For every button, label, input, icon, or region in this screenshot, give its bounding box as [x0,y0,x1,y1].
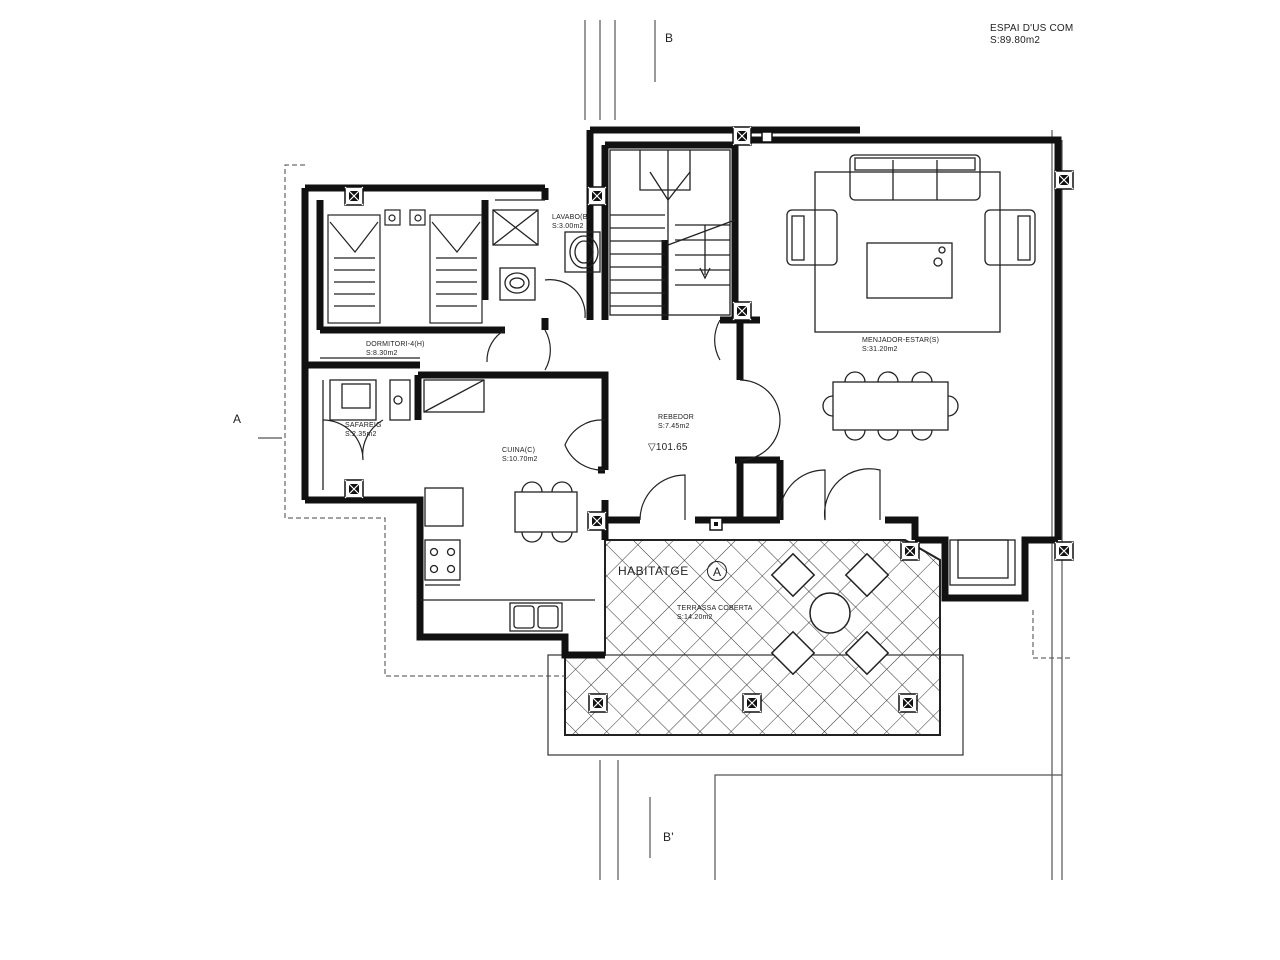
room-surface: S:7.45m2 [658,423,690,430]
room-label-cuina: CUINA(C) S:10.70m2 [502,446,538,464]
terrace-hatch [547,539,964,756]
structural-columns [344,126,1074,713]
living-furniture [786,154,1036,441]
kitchen-fixtures [420,481,595,632]
staircase [609,149,736,316]
room-name: DORMITORI-4(H) [366,341,425,348]
room-surface: S:14.20m2 [677,614,713,621]
room-surface: S:31.20m2 [862,346,898,353]
dwelling-title: HABITATGE [618,564,689,578]
room-surface: S:8.30m2 [366,350,398,357]
thin-lines [320,199,1016,586]
section-marker-b-prime: B' [663,830,674,844]
common-area-title: ESPAI D'US COM [990,23,1074,34]
room-name: MENJADOR-ESTAR(S) [862,337,940,344]
room-name: CUINA(C) [502,447,536,454]
door-swings [322,279,881,521]
room-surface: S:3.00m2 [552,223,584,230]
room-name: REBEDOR [658,414,695,421]
room-label-dormitori: DORMITORI-4(H) S:8.30m2 [366,340,425,358]
room-name: TERRASSA COBERTA [677,605,753,612]
room-label-terrassa: TERRASSA COBERTA S:14.20m2 [677,604,753,622]
plot-limit [284,164,1072,677]
section-marker-a: A [233,412,242,426]
room-label-menjador: MENJADOR-ESTAR(S) S:31.20m2 [862,336,939,354]
room-label-rebedor: REBEDOR S:7.45m2 [658,413,694,431]
terrace-furniture [770,552,890,676]
room-surface: S:10.70m2 [502,456,538,463]
bathroom-fixtures [341,231,601,409]
room-name: SAFAREIG [345,422,382,429]
room-label-lavabo: LAVABO(B) S:3.00m2 [552,213,590,231]
site-lines [258,20,1063,880]
dwelling-id-badge: A [707,561,727,581]
room-label-safareig: SAFAREIG S:2.35m2 [345,421,382,439]
section-marker-b: B [665,31,674,45]
floor-level-mark: ▽101.65 [648,442,688,453]
room-name: LAVABO(B) [552,214,591,221]
beds [327,209,483,324]
room-surface: S:2.35m2 [345,431,377,438]
common-area-surface: S:89.80m2 [990,35,1041,46]
